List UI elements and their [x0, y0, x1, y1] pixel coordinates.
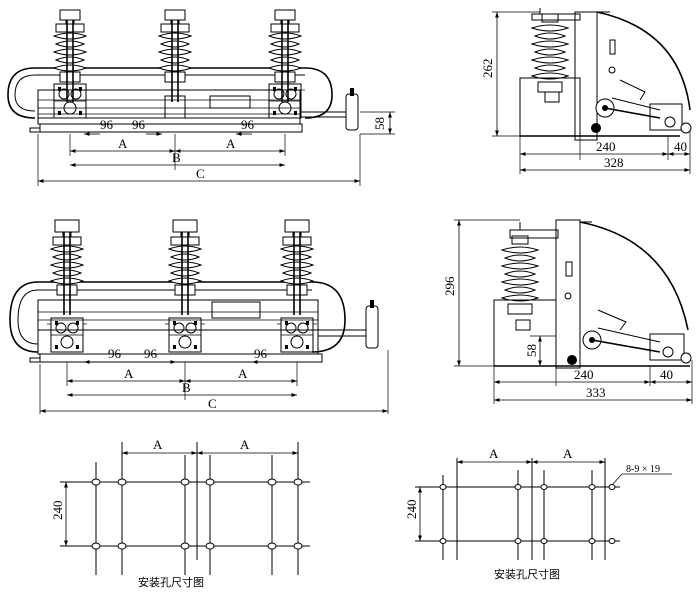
front-middle-dims: 96 96 96 A A B C [39, 346, 389, 414]
dim-333: 333 [586, 385, 606, 400]
dim-a-1: A [118, 136, 128, 151]
dim-262: 262 [480, 59, 495, 79]
side-view-middle: 296 58 240 40 333 [442, 219, 693, 404]
dim-328: 328 [604, 155, 624, 170]
dim-40-2: 40 [660, 367, 673, 382]
front-view-top [7, 9, 359, 133]
dim-40: 40 [674, 139, 687, 154]
side-view-top: 262 240 40 328 [480, 8, 692, 174]
dim-96-1: 96 [100, 117, 114, 132]
dim-b: B [172, 150, 181, 165]
hole-dim-a-3: A [489, 446, 499, 461]
dim-c: C [196, 166, 205, 181]
dim-58: 58 [372, 117, 387, 130]
hole-dim-240-2: 240 [404, 500, 419, 520]
dim-a-4: A [238, 366, 248, 381]
dim-96-2: 96 [132, 117, 146, 132]
dim-240: 240 [596, 139, 616, 154]
hole-dim-a-2: A [240, 437, 250, 452]
dim-240-2: 240 [574, 367, 594, 382]
dim-96-3: 96 [241, 117, 255, 132]
dim-96-4: 96 [108, 346, 122, 361]
dim-58-2: 58 [524, 344, 539, 357]
hole-dim-a-4: A [563, 446, 573, 461]
dim-a-3: A [124, 366, 134, 381]
dim-96-5: 96 [144, 346, 158, 361]
hole-dim-240: 240 [50, 501, 65, 521]
hole-spec: 8-9 × 19 [626, 464, 660, 475]
caption-left: 安装孔尺寸图 [138, 575, 204, 589]
dim-96-6: 96 [254, 346, 268, 361]
dim-a-2: A [226, 136, 236, 151]
hole-dim-a-1: A [153, 437, 163, 452]
hole-pattern-left: A A 240 安装孔尺寸图 [50, 437, 310, 589]
front-top-dims: 96 96 96 A A B C 58 [37, 111, 395, 186]
front-view-middle [9, 219, 379, 363]
hole-pattern-right: A A 240 8-9 × 19 安装孔尺寸图 [404, 446, 672, 581]
caption-right: 安装孔尺寸图 [494, 567, 560, 581]
dim-c-2: C [208, 396, 217, 411]
dim-b-2: B [182, 380, 191, 395]
dim-296: 296 [442, 276, 457, 296]
